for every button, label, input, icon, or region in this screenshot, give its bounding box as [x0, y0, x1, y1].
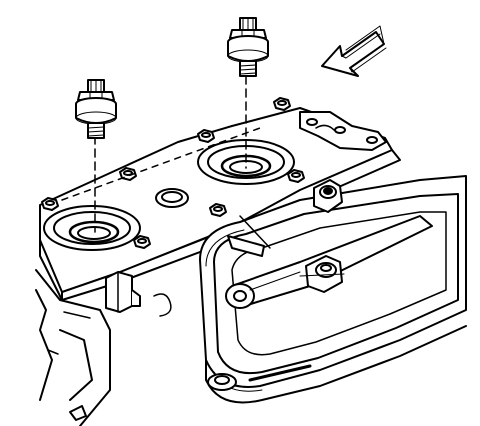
- valley-cover-plate: [39, 107, 401, 301]
- bolt-4: [273, 97, 291, 111]
- cover-mount-lower: [207, 373, 237, 391]
- pcv-rod: [227, 215, 271, 257]
- knock-sensor-left: [75, 79, 117, 139]
- plate-bracket: [299, 111, 387, 151]
- bolt-5: [287, 169, 305, 183]
- engine-block-lower: [35, 269, 111, 426]
- view-direction-arrow: [321, 25, 387, 77]
- sensor-boss-left: [43, 205, 141, 251]
- center-plug: [155, 188, 189, 208]
- cover-grommet: [313, 179, 343, 213]
- bolt-3: [197, 129, 215, 143]
- rail-clamp: [299, 255, 345, 293]
- knock-sensor-right: [227, 17, 269, 77]
- harness-bracket: [105, 271, 172, 317]
- bolt-6: [209, 203, 227, 217]
- bolt-1: [41, 197, 59, 211]
- install-guide-lines: [61, 75, 261, 233]
- bolt-7: [133, 235, 151, 249]
